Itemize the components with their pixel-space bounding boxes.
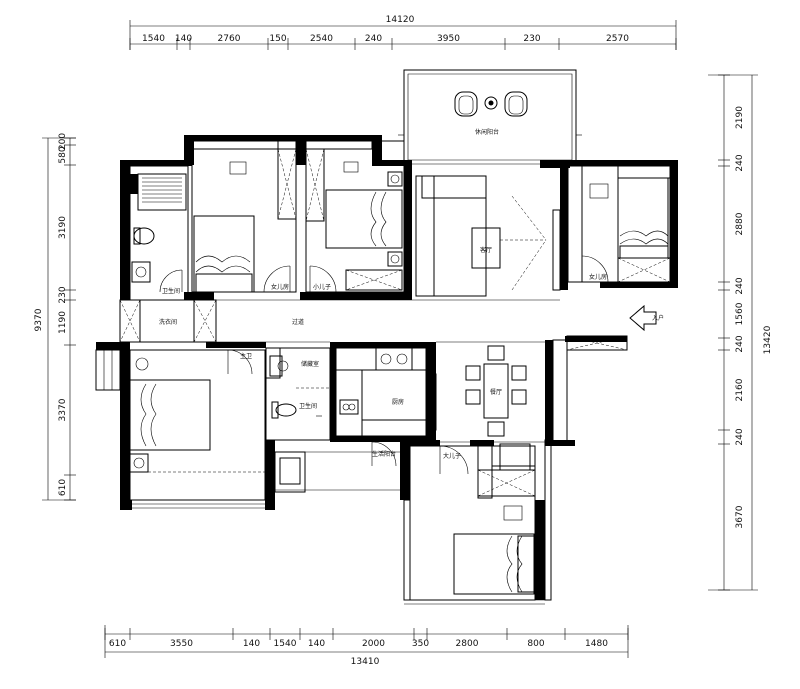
bathroom-upper: 卫生间 [129, 165, 189, 301]
left-segment-dim: 610 [58, 479, 68, 496]
room-bath-master-left: 主卫 [240, 352, 252, 360]
left-segment-dim: 3370 [58, 398, 68, 421]
top-dimension: 14120 1540 140 2760 150 2540 240 3950 230 2570 [129, 15, 677, 50]
left-segment-dim: 580 [58, 146, 68, 163]
entrance-label: 入户 [652, 314, 664, 322]
right-segment-dim: 240 [735, 154, 745, 171]
bottom-total-dim: 13410 [351, 657, 380, 667]
bottom-segment-dim: 140 [243, 639, 260, 649]
top-segment-dim: 2570 [606, 34, 629, 44]
top-segment-dim: 2760 [218, 34, 241, 44]
room-bedroom-kid: 小儿子 [313, 283, 331, 291]
bottom-segment-dim: 1540 [274, 639, 297, 649]
corridor: 洗衣间 过道 [119, 299, 560, 343]
bedroom-son: 大儿子 [403, 439, 552, 605]
left-segment-dim: 200 [58, 133, 68, 150]
room-bedroom-son: 大儿子 [443, 452, 461, 460]
room-utility: 储藏室 [301, 360, 319, 368]
right-dimension: 13420 2190 240 2880 240 1560 240 2160 240 3670 [708, 74, 773, 591]
right-segment-dim: 2160 [735, 378, 745, 401]
bottom-segment-dim: 800 [527, 639, 544, 649]
left-segment-dim: 230 [58, 286, 68, 303]
bottom-segment-dim: 140 [308, 639, 325, 649]
right-segment-dim: 240 [735, 428, 745, 445]
top-segment-dim: 1540 [142, 34, 165, 44]
bottom-segment-dim: 2000 [362, 639, 385, 649]
right-segment-dim: 2880 [735, 212, 745, 235]
room-bedroom-girl: 女儿房 [271, 283, 289, 291]
right-segment-dim: 240 [735, 277, 745, 294]
kitchen: 厨房 生活阳台 [335, 347, 437, 467]
bottom-segment-dim: 1480 [585, 639, 608, 649]
top-balcony: 休闲阳台 [398, 69, 582, 165]
top-segment-dim: 150 [269, 34, 286, 44]
left-segment-dim: 3190 [58, 216, 68, 239]
top-segment-dim: 140 [175, 34, 192, 44]
top-segment-dim: 240 [365, 34, 382, 44]
room-balcony-top: 休闲阳台 [475, 128, 499, 136]
right-segment-dim: 240 [735, 335, 745, 352]
top-segment-dim: 2540 [310, 34, 333, 44]
room-living: 客厅 [480, 246, 492, 254]
left-total-dim: 9370 [34, 308, 44, 331]
left-segment-dim: 1190 [58, 311, 68, 334]
bathroom-middle: 储藏室 卫生间 [265, 347, 400, 493]
bottom-segment-dim: 610 [109, 639, 126, 649]
room-dining: 餐厅 [490, 388, 502, 396]
room-bath-small: 卫生间 [162, 287, 180, 295]
room-balcony-kitchen: 生活阳台 [372, 450, 396, 458]
top-segment-dim: 230 [523, 34, 540, 44]
living-room: 客厅 [415, 175, 561, 297]
right-segment-dim: 2190 [735, 106, 745, 129]
room-kitchen: 厨房 [392, 398, 404, 406]
entrance-arrow-icon: 入户 [629, 304, 664, 332]
bottom-segment-dim: 2800 [456, 639, 479, 649]
right-segment-dim: 3670 [735, 505, 745, 528]
right-segment-dim: 1560 [735, 302, 745, 325]
top-total-dim: 14120 [386, 15, 415, 25]
bedroom-kid: 小儿子 [305, 140, 405, 293]
bottom-dimension: 13410 610 3550 140 1540 140 2000 350 2800 800 148… [104, 625, 629, 667]
top-segment-dim: 3950 [437, 34, 460, 44]
dining: 餐厅 [436, 335, 628, 445]
bottom-segment-dim: 350 [412, 639, 429, 649]
bedroom-daughter: 女儿房 [567, 165, 671, 283]
room-bath-mid: 卫生间 [299, 402, 317, 410]
walls [96, 135, 678, 600]
room-laundry: 洗衣间 [159, 318, 177, 326]
bottom-segment-dim: 3550 [170, 639, 193, 649]
bedroom-child: 女儿房 [191, 140, 297, 293]
right-total-dim: 13420 [763, 325, 773, 354]
room-bedroom-daughter: 女儿房 [589, 273, 607, 281]
bedroom-lower-left: 主卫 [95, 349, 266, 509]
room-corridor: 过道 [292, 318, 304, 326]
